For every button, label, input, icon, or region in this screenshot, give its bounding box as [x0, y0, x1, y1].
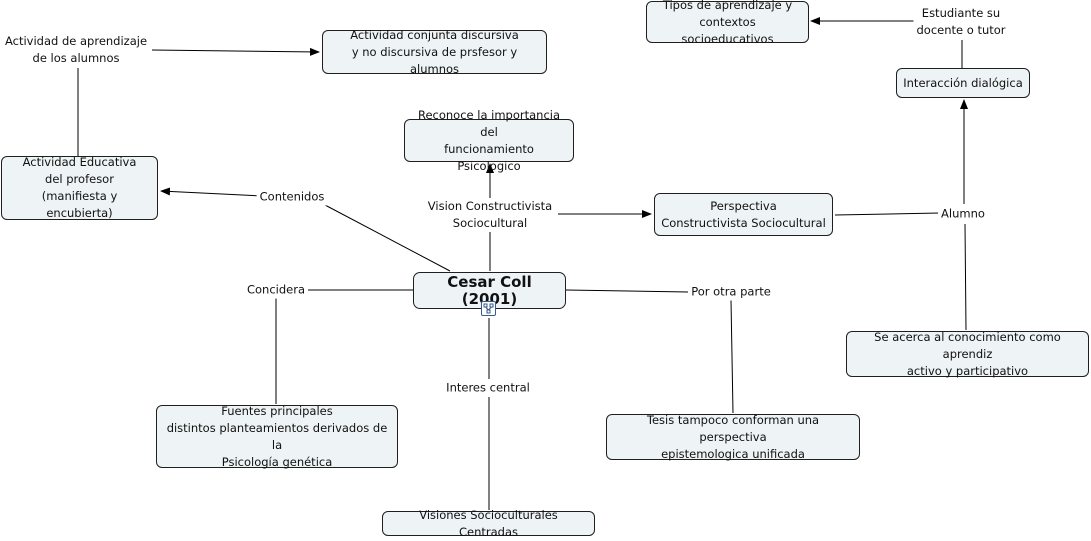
node-fuentes[interactable]: Fuentes principales distintos planteamie…	[156, 403, 398, 469]
node-interaccion[interactable]: Interacción dialógica	[896, 68, 1030, 98]
node-se-acerca[interactable]: Se acerca al conocimiento como aprendiz …	[846, 329, 1089, 378]
node-se-acerca-label: Se acerca al conocimiento como aprendiz …	[874, 329, 1061, 378]
node-reconoce-label: Reconoce la importancia del funcionamien…	[417, 107, 561, 173]
node-tesis[interactable]: Tesis tampoco conforman una perspectiva …	[606, 412, 860, 461]
node-visiones[interactable]: Visiones Socioculturales Centradas	[382, 508, 595, 539]
arrow-to-actividad-educativa	[160, 187, 263, 197]
link-por-otra-parte	[565, 289, 689, 293]
label-vision: Vision Constructivista Sociocultural	[424, 198, 556, 232]
node-interaccion-label: Interacción dialógica	[903, 75, 1023, 90]
link-alumno	[834, 212, 941, 216]
label-por-otra-parte: Por otra parte	[688, 283, 774, 301]
central-topic-label: Cesar Coll (2001)	[447, 272, 532, 308]
node-actividad-educativa[interactable]: Actividad Educativa del profesor (manifi…	[1, 155, 158, 220]
node-actividad-educativa-label: Actividad Educativa del profesor (manifi…	[22, 155, 137, 220]
label-estudiante: Estudiante su docente o tutor	[913, 5, 1009, 39]
label-concidera: Concidera	[243, 281, 309, 299]
node-tesis-label: Tesis tampoco conforman una perspectiva …	[646, 412, 820, 461]
node-perspectiva[interactable]: Perspectiva Constructivista Sociocultura…	[654, 193, 833, 236]
node-actividad-conjunta[interactable]: Actividad conjunta discursiva y no discu…	[322, 28, 547, 76]
node-tipos[interactable]: Tipos de aprendizaje y contextos socioed…	[646, 0, 809, 46]
node-actividad-conjunta-label: Actividad conjunta discursiva y no discu…	[350, 27, 519, 76]
label-contenidos: Contenidos	[256, 188, 328, 206]
label-actividad-aprendizaje: Actividad de aprendizaje de los alumnos	[1, 33, 151, 67]
linked-resource-icon[interactable]	[481, 301, 496, 316]
node-fuentes-label: Fuentes principales distintos planteamie…	[166, 403, 388, 469]
node-reconoce[interactable]: Reconoce la importancia del funcionamien…	[404, 108, 574, 173]
label-interes: Interes central	[443, 379, 533, 397]
link-tesis	[730, 299, 734, 414]
label-alumno: Alumno	[938, 205, 988, 223]
node-visiones-label: Visiones Socioculturales Centradas	[419, 507, 558, 539]
node-perspectiva-label: Perspectiva Constructivista Sociocultura…	[661, 198, 826, 230]
link-se-acerca	[964, 223, 967, 331]
node-tipos-label: Tipos de aprendizaje y contextos socioed…	[662, 0, 793, 46]
link-contenidos	[324, 204, 451, 272]
arrow-to-actividad-conjunta	[151, 47, 320, 56]
